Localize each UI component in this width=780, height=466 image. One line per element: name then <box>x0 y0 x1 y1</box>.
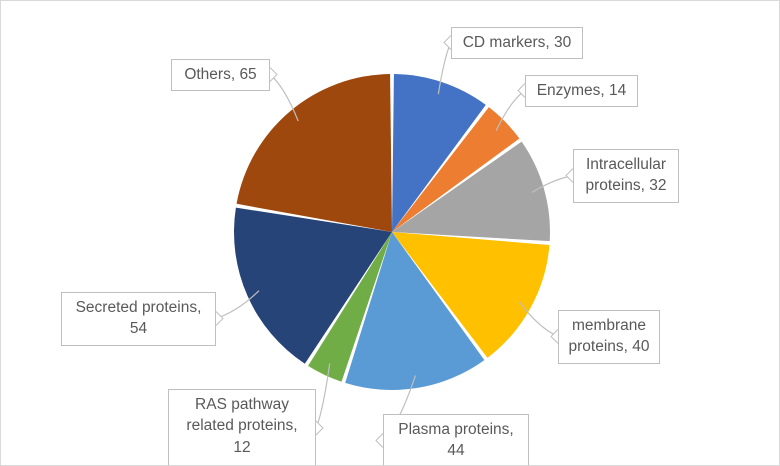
pie-slice[interactable] <box>234 207 392 364</box>
data-label-others[interactable]: Others, 65 <box>171 59 270 92</box>
pie-slice-group <box>234 74 550 390</box>
pie-slice[interactable] <box>308 232 392 382</box>
pie-slice[interactable] <box>236 74 392 232</box>
callout-tail-cd-markers <box>443 35 452 50</box>
data-label-ras-pathway-related-proteins[interactable]: RAS pathway related proteins, 12 <box>168 389 316 465</box>
callout-tail-secreted-proteins <box>215 311 224 326</box>
callout-tail-membrane-proteins <box>550 329 559 344</box>
data-label-plasma-proteins[interactable]: Plasma proteins, 44 <box>383 414 529 465</box>
pie-slice[interactable] <box>392 107 520 232</box>
pie-slice[interactable] <box>392 232 550 358</box>
pie-slice[interactable] <box>392 74 486 232</box>
callout-tail-enzymes <box>517 83 526 98</box>
callout-tail-ras-pathway-related-proteins <box>315 420 324 436</box>
leader-line-group <box>215 35 574 448</box>
pie-slice[interactable] <box>392 141 550 242</box>
data-label-membrane-proteins[interactable]: membrane proteins, 40 <box>558 310 660 364</box>
data-label-enzymes[interactable]: Enzymes, 14 <box>525 75 638 108</box>
callout-tail-intracellular-proteins <box>565 168 574 183</box>
data-label-secreted-proteins[interactable]: Secreted proteins, 54 <box>61 292 216 346</box>
callout-tail-plasma-proteins <box>375 433 384 448</box>
callout-tail-others <box>269 67 278 82</box>
pie-slice[interactable] <box>345 232 485 390</box>
data-label-cd-markers[interactable]: CD markers, 30 <box>451 27 583 60</box>
data-label-intracellular-proteins[interactable]: Intracellular proteins, 32 <box>573 149 679 203</box>
